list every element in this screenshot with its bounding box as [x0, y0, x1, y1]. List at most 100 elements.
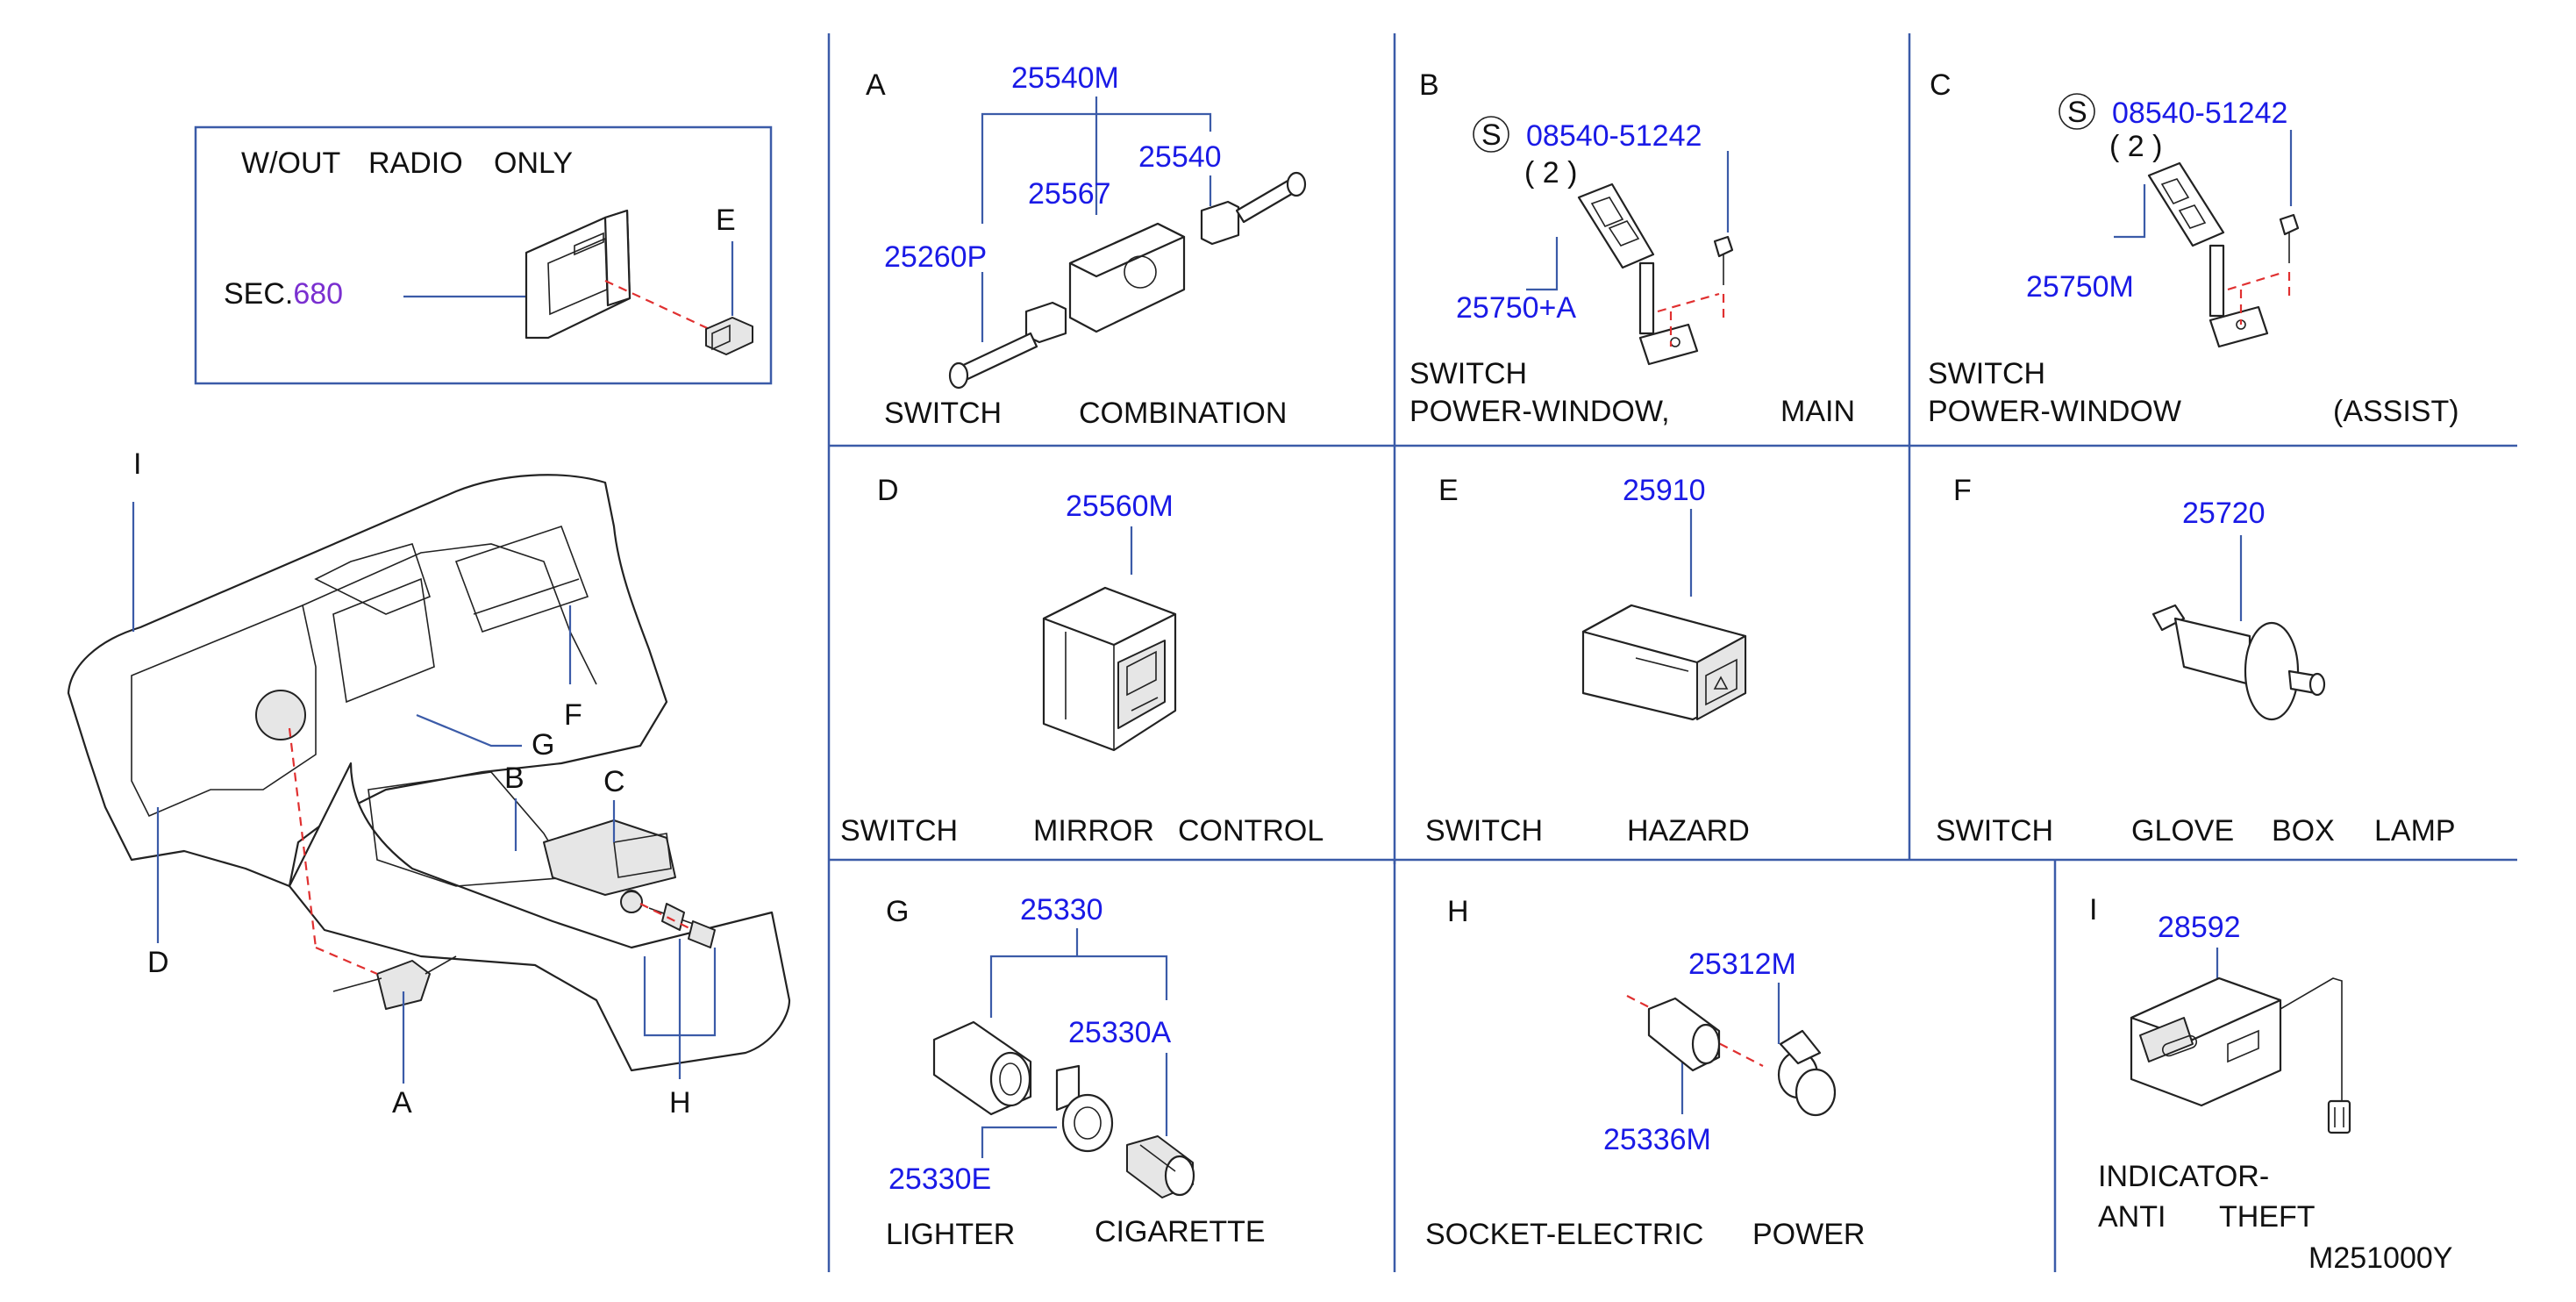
- power-window-assist-switch-icon: [2147, 161, 2300, 348]
- panel-f-name-3: BOX: [2272, 814, 2335, 848]
- panel-c-screw-pn: 08540-51242: [2112, 97, 2287, 130]
- panel-a-pn-main: 25540M: [1011, 61, 1119, 95]
- panel-h-pn-1: 25312M: [1688, 948, 1796, 981]
- panel-d-letter: D: [877, 474, 899, 507]
- panel-b-letter: B: [1419, 68, 1439, 102]
- power-socket-cap-icon: [1777, 1029, 1837, 1117]
- panel-f-name-2: GLOVE: [2131, 814, 2234, 848]
- panel-c-s-symbol: S: [2067, 96, 2087, 129]
- panel-a-pn-2: 25567: [1028, 177, 1111, 211]
- callout-c: C: [603, 765, 625, 798]
- radio-bezel-icon: [524, 209, 632, 340]
- panel-b-name-2: POWER-WINDOW,: [1409, 395, 1670, 428]
- panel-c-qty: ( 2 ): [2109, 130, 2162, 163]
- panel-e-hazard: E 25910 SWITCH HAZARD: [1425, 474, 1750, 848]
- sec-number: 680: [293, 277, 343, 311]
- lighter-knob-icon: [1126, 1135, 1195, 1198]
- panel-g-letter: G: [886, 895, 909, 928]
- panel-b-qty: ( 2 ): [1524, 156, 1577, 190]
- panel-c-s-symbol-circle: [2059, 93, 2095, 130]
- callout-a: A: [392, 1086, 412, 1120]
- panel-b-screw-pn: 08540-51242: [1526, 119, 1702, 153]
- panel-f-glove-box-lamp: F 25720 SWITCH GLOVE BOX LAMP: [1936, 474, 2456, 848]
- inset-title-word-1: W/OUT: [241, 147, 340, 180]
- panel-a-pn-3: 25260P: [884, 240, 987, 274]
- panel-f-pn: 25720: [2182, 497, 2266, 530]
- panel-b-name-3: MAIN: [1780, 395, 1855, 428]
- panel-h-pn-2: 25336M: [1603, 1123, 1711, 1156]
- panel-i-name-1: INDICATOR-: [2098, 1160, 2269, 1193]
- panel-a-name-2: COMBINATION: [1079, 397, 1287, 430]
- inset-without-radio: W/OUT RADIO ONLY SEC.680 E: [194, 125, 773, 385]
- sec-ref: SEC.680: [224, 277, 343, 311]
- panel-f-name-4: LAMP: [2374, 814, 2456, 848]
- panel-h-name-2: POWER: [1752, 1218, 1865, 1251]
- panel-g-cigarette-lighter: G 25330 25330A 25330E LIGHTER CIGARETTE: [886, 893, 1266, 1251]
- panel-i-name-3: THEFT: [2219, 1200, 2316, 1234]
- combination-switch-icon: [948, 171, 1307, 390]
- panel-b-name-1: SWITCH: [1409, 357, 1527, 390]
- panel-c-name-1: SWITCH: [1928, 357, 2045, 390]
- inset-callout-e: E: [716, 204, 736, 237]
- panel-i-anti-theft-indicator: I 28592 INDICATOR- ANTI THEFT: [2089, 893, 2351, 1234]
- panel-e-pn: 25910: [1623, 474, 1706, 507]
- panel-i-name-2: ANTI: [2098, 1200, 2166, 1234]
- panel-h-power-socket: H 25312M 25336M SOCKET-ELECTRIC POWER: [1425, 895, 1865, 1251]
- panel-grid: [827, 33, 2517, 1272]
- panel-g-name-2: CIGARETTE: [1095, 1215, 1266, 1248]
- panel-a-letter: A: [866, 68, 886, 102]
- panel-b-power-window-main: B S 08540-51242 ( 2 ) 25750+A SWITCH POW…: [1409, 68, 1855, 428]
- panel-c-name-2: POWER-WINDOW: [1928, 395, 2181, 428]
- panel-b-s-symbol-circle: [1473, 116, 1509, 153]
- panel-h-letter: H: [1447, 895, 1469, 928]
- panel-i-letter: I: [2089, 893, 2097, 926]
- panel-h-name-1: SOCKET-ELECTRIC: [1425, 1218, 1703, 1251]
- panel-a-pn-1: 25540: [1138, 140, 1222, 174]
- drawing-number: M251000Y: [2308, 1241, 2452, 1275]
- panel-d-mirror-control: D 25560M SWITCH MIRROR CONTROL: [840, 474, 1324, 848]
- hazard-switch-small-icon: [705, 317, 753, 355]
- callout-i: I: [133, 447, 141, 481]
- panel-d-pn: 25560M: [1066, 490, 1174, 523]
- power-window-main-switch-icon: [1577, 182, 1734, 366]
- panel-e-letter: E: [1438, 474, 1459, 507]
- callout-b: B: [504, 762, 524, 795]
- panel-d-name-1: SWITCH: [840, 814, 958, 848]
- panel-i-pn: 28592: [2158, 911, 2241, 944]
- dashboard-overview: I F G B C D A H: [67, 447, 791, 1120]
- panel-g-pn-2: 25330E: [888, 1162, 991, 1196]
- power-socket-body-icon: [1647, 997, 1721, 1072]
- callout-d: D: [147, 946, 169, 979]
- panel-f-letter: F: [1953, 474, 1972, 507]
- hazard-switch-icon: [1581, 604, 1747, 721]
- glove-box-lamp-switch-icon: [2151, 604, 2326, 721]
- panel-c-power-window-assist: C S 08540-51242 ( 2 ) 25750M SWITCH POWE…: [1928, 68, 2459, 428]
- panel-b-pn: 25750+A: [1456, 291, 1576, 325]
- panel-c-letter: C: [1930, 68, 1952, 102]
- sec-prefix: SEC.: [224, 277, 293, 311]
- panel-b-s-symbol: S: [1481, 118, 1502, 152]
- panel-a-combination-switch: A 25540M 25540 25567 25260P SWITCH COMBI…: [866, 61, 1307, 430]
- panel-g-pn-1: 25330A: [1068, 1016, 1172, 1049]
- callout-f: F: [564, 698, 582, 732]
- panel-c-pn: 25750M: [2026, 270, 2134, 304]
- panel-e-name-1: SWITCH: [1425, 814, 1543, 848]
- combination-switch-small-icon: [332, 955, 457, 1010]
- panel-g-pn-main: 25330: [1020, 893, 1103, 926]
- inset-title-word-3: ONLY: [494, 147, 573, 180]
- panel-c-name-3: (ASSIST): [2333, 395, 2459, 428]
- panel-e-name-2: HAZARD: [1627, 814, 1750, 848]
- panel-g-name-1: LIGHTER: [886, 1218, 1015, 1251]
- lighter-socket-icon: [932, 1020, 1032, 1116]
- panel-f-name-1: SWITCH: [1936, 814, 2053, 848]
- callout-h: H: [669, 1086, 691, 1120]
- panel-d-name-3: CONTROL: [1178, 814, 1324, 848]
- panel-d-name-2: MIRROR: [1033, 814, 1154, 848]
- inset-title-word-2: RADIO: [368, 147, 463, 180]
- panel-a-name-1: SWITCH: [884, 397, 1002, 430]
- lighter-small-icon: [620, 891, 716, 948]
- lighter-ring-icon: [1055, 1064, 1114, 1153]
- callout-g: G: [532, 728, 554, 762]
- anti-theft-indicator-icon: [2130, 976, 2351, 1134]
